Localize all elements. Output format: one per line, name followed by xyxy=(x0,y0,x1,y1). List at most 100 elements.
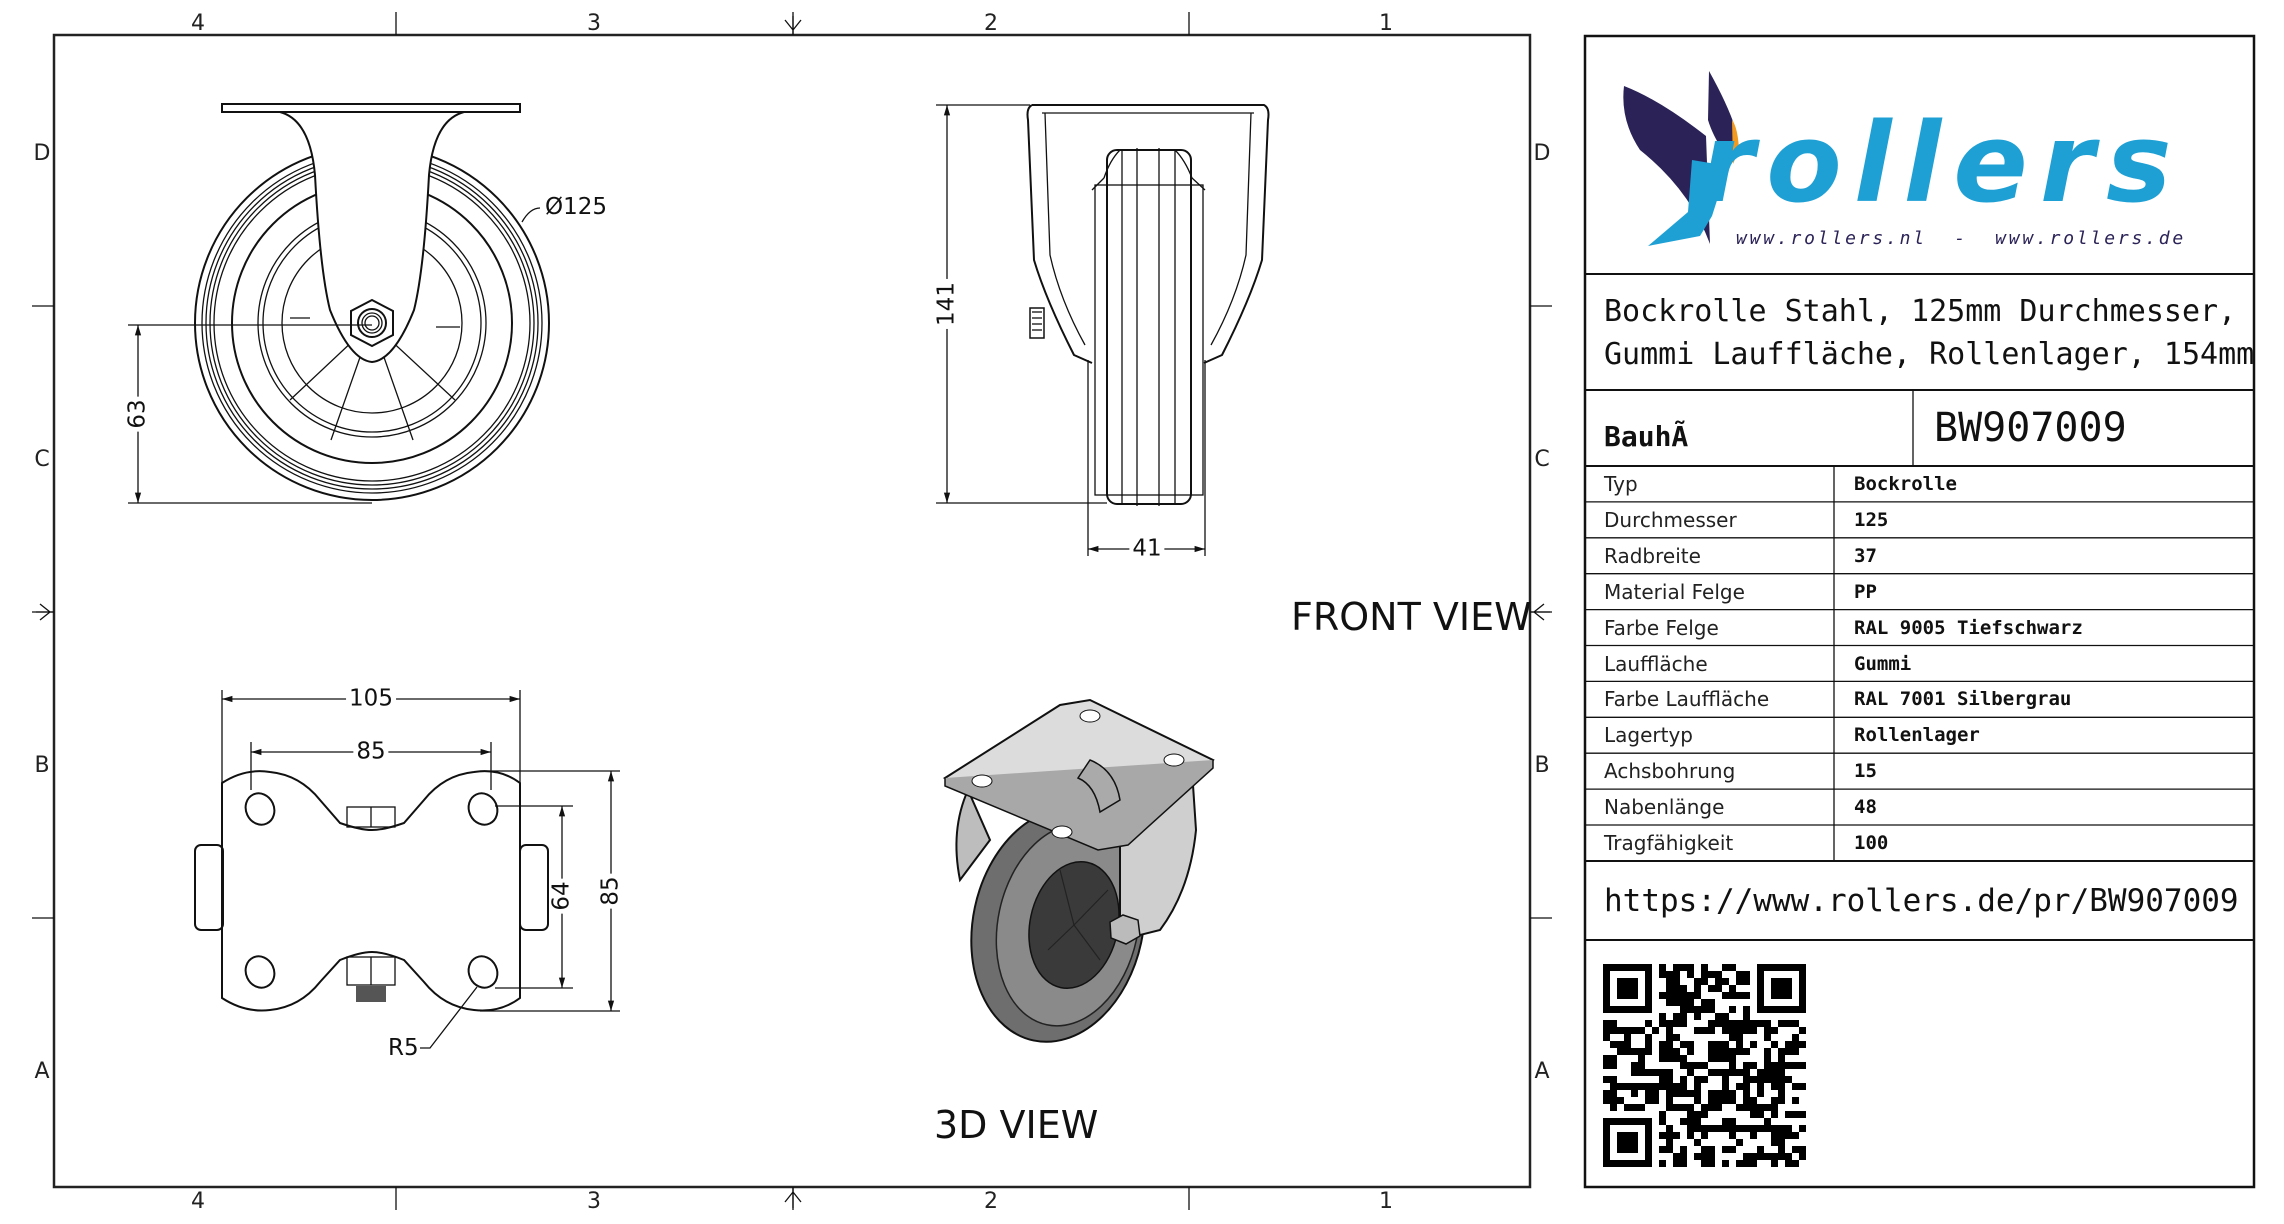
qr-module xyxy=(1680,1083,1687,1090)
qr-module xyxy=(1715,1041,1722,1048)
spec-label: Lagertyp xyxy=(1604,723,1693,748)
qr-module xyxy=(1701,1146,1708,1153)
qr-module xyxy=(1736,1139,1743,1146)
top-plate xyxy=(221,103,521,113)
qr-module xyxy=(1771,1041,1778,1048)
qr-module xyxy=(1694,1125,1701,1132)
qr-module xyxy=(1708,1020,1715,1027)
qr-module xyxy=(1645,1048,1652,1055)
qr-module xyxy=(1673,1160,1680,1167)
plate-outline xyxy=(221,770,521,1012)
qr-module xyxy=(1757,1125,1764,1132)
spec-row-dividers xyxy=(1585,501,2254,826)
qr-module xyxy=(1715,1020,1722,1027)
qr-module xyxy=(1778,1062,1785,1069)
qr-module xyxy=(1701,1125,1708,1132)
logo-wing-blue xyxy=(1648,160,1728,246)
qr-module xyxy=(1694,1083,1701,1090)
front-view-wheel xyxy=(128,103,550,504)
qr-module xyxy=(1631,1048,1638,1055)
qr-module xyxy=(1624,1048,1631,1055)
qr-module xyxy=(1638,1048,1645,1055)
zone-row-a-left: A xyxy=(34,1059,50,1084)
fork-bracket xyxy=(279,111,465,364)
qr-module xyxy=(1743,1020,1750,1027)
centering-arrow-right xyxy=(1530,603,1550,621)
qr-module xyxy=(1785,1111,1792,1118)
qr-module xyxy=(1603,1034,1610,1041)
qr-module xyxy=(1666,1034,1673,1041)
qr-module xyxy=(1729,1097,1736,1104)
product-url[interactable]: https://www.rollers.de/pr/BW907009 xyxy=(1604,883,2239,919)
qr-module xyxy=(1729,964,1736,971)
qr-module xyxy=(1764,1055,1771,1062)
qr-module xyxy=(1624,1027,1631,1034)
qr-module xyxy=(1771,1139,1778,1146)
qr-module xyxy=(1694,1139,1701,1146)
qr-module xyxy=(1778,1132,1785,1139)
qr-module xyxy=(1771,1132,1778,1139)
spec-value: 100 xyxy=(1854,832,1889,854)
qr-module xyxy=(1715,1048,1722,1055)
dim-plate-width: 85 xyxy=(598,873,624,909)
qr-module xyxy=(1729,1034,1736,1041)
spec-value: Gummi xyxy=(1854,652,1912,675)
qr-module xyxy=(1659,1160,1666,1167)
spec-label: Durchmesser xyxy=(1604,507,1737,532)
qr-module xyxy=(1645,1034,1652,1041)
qr-module xyxy=(1659,1111,1666,1118)
qr-module xyxy=(1701,971,1708,978)
qr-module xyxy=(1638,1055,1645,1062)
spec-label: Tragfähigkeit xyxy=(1604,831,1734,855)
qr-module xyxy=(1701,1104,1708,1111)
qr-module xyxy=(1722,1160,1729,1167)
spec-label: Material Felge xyxy=(1604,579,1745,604)
qr-module xyxy=(1659,1076,1666,1083)
qr-module xyxy=(1680,1160,1687,1167)
qr-module xyxy=(1708,1090,1715,1097)
qr-module xyxy=(1631,1069,1638,1076)
qr-module xyxy=(1610,1020,1617,1027)
qr-module xyxy=(1603,1027,1610,1034)
qr-module xyxy=(1729,1062,1736,1069)
qr-module xyxy=(1659,1118,1666,1125)
qr-module xyxy=(1743,978,1750,985)
qr-module xyxy=(1680,1041,1687,1048)
qr-module xyxy=(1680,1006,1687,1013)
qr-module xyxy=(1603,1062,1610,1069)
qr-module xyxy=(1687,1069,1694,1076)
qr-module xyxy=(1736,1125,1743,1132)
logo-wing-accent xyxy=(1732,120,1739,164)
qr-module xyxy=(1778,1055,1785,1062)
qr-module xyxy=(1673,985,1680,992)
qr-module xyxy=(1694,1013,1701,1020)
qr-module xyxy=(1743,1062,1750,1069)
qr-module xyxy=(1617,1083,1624,1090)
iso-view-label: 3D VIEW xyxy=(934,1103,1099,1147)
centering-arrow-bottom xyxy=(784,1187,802,1208)
qr-module xyxy=(1792,1097,1799,1104)
zone-col-4-top: 4 xyxy=(191,11,205,36)
qr-module xyxy=(1701,1076,1708,1083)
qr-module xyxy=(1722,1097,1729,1104)
dim-width: 41 xyxy=(1129,537,1165,561)
qr-module xyxy=(1743,1097,1750,1104)
qr-module xyxy=(1715,1055,1722,1062)
qr-module xyxy=(1722,1020,1729,1027)
qr-module xyxy=(1701,1160,1708,1167)
qr-module xyxy=(1715,1090,1722,1097)
qr-module xyxy=(1743,971,1750,978)
title-block-frame xyxy=(1583,34,2256,1189)
spec-label: Farbe Felge xyxy=(1604,615,1719,640)
qr-module xyxy=(1757,1090,1764,1097)
qr-module xyxy=(1778,1153,1785,1160)
iso-view-caster xyxy=(942,698,1215,1043)
qr-module xyxy=(1771,1153,1778,1160)
qr-module xyxy=(1771,1125,1778,1132)
qr-module xyxy=(1778,1090,1785,1097)
qr-module xyxy=(1701,1153,1708,1160)
qr-module xyxy=(1750,1153,1757,1160)
qr-module xyxy=(1729,1132,1736,1139)
qr-module xyxy=(1659,1055,1666,1062)
qr-module xyxy=(1771,1069,1778,1076)
